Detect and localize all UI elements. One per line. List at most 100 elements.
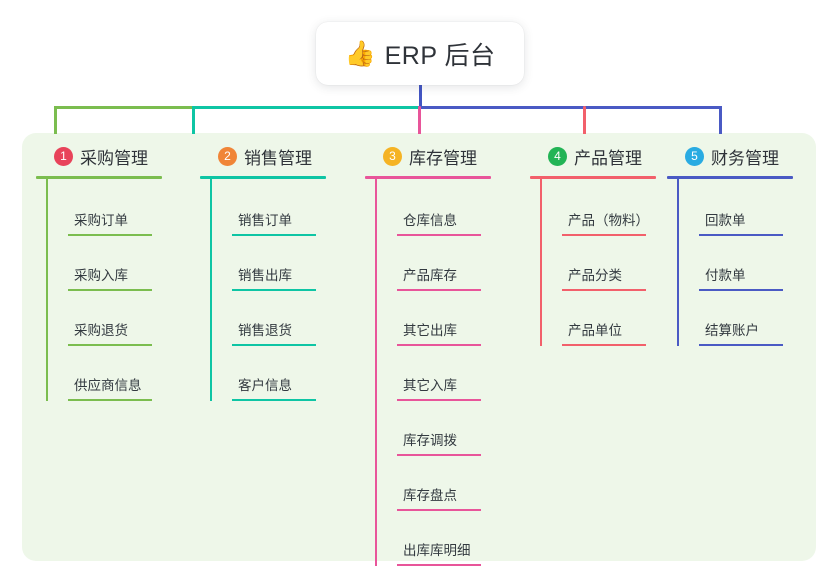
branch-badge-1: 1 [54,146,73,166]
branch-item-label: 客户信息 [238,378,292,393]
branch-item-label: 销售退货 [238,323,292,338]
branch-title-5: 财务管理 [711,148,779,168]
branch-items-2: 销售订单销售出库销售退货客户信息 [210,179,350,401]
branch-item-rule [232,234,316,236]
branch-item[interactable]: 付款单 [699,236,817,291]
branch-items-4: 产品（物料） 产品分类产品单位 [540,179,680,346]
branch-item-label: 销售出库 [238,268,292,283]
branch-item[interactable]: 结算账户 [699,291,817,346]
branch-item[interactable]: 采购退货 [68,291,186,346]
branch-badge-5: 5 [685,146,704,166]
branch-item-label: 其它入库 [403,378,457,393]
branch-item[interactable]: 采购订单 [68,181,186,236]
branch-spine-2 [210,179,212,401]
branch-item[interactable]: 其它出库 [397,291,515,346]
branch-item-label: 采购入库 [74,268,128,283]
branch-item-rule [562,289,646,291]
branch-header-rule-1 [36,176,162,179]
branch-item[interactable]: 销售出库 [232,236,350,291]
branch-item[interactable]: 其它入库 [397,346,515,401]
branch-item-rule [68,399,152,401]
branch-column-4: 4 产品管理产品（物料） 产品分类产品单位 [530,141,680,346]
branch-connector-2 [192,106,195,134]
root-stem-connector [419,85,422,108]
branch-column-1: 1 采购管理采购订单采购入库采购退货供应商信息 [36,141,186,401]
branch-title-4: 产品管理 [574,148,642,168]
branch-spine-1 [46,179,48,401]
branch-item-rule [397,289,481,291]
branch-item-label: 库存盘点 [403,488,457,503]
branch-item-rule [397,344,481,346]
branch-item-rule [397,234,481,236]
branch-title-2: 销售管理 [244,148,312,168]
branch-item-rule [562,234,646,236]
branch-item-label: 库存调拨 [403,433,457,448]
bus-connector-green [54,106,194,109]
branch-item[interactable]: 产品分类 [562,236,680,291]
branch-header-rule-5 [667,176,793,179]
branch-items-3: 仓库信息产品库存其它出库其它入库库存调拨库存盘点出库库明细 [375,179,515,566]
branch-item[interactable]: 出库库明细 [397,511,515,566]
branch-item-label: 产品单位 [568,323,622,338]
branch-item-label: 采购退货 [74,323,128,338]
branch-items-1: 采购订单采购入库采购退货供应商信息 [46,179,186,401]
branch-item-rule [699,344,783,346]
branch-connector-4 [583,106,586,134]
branch-item[interactable]: 采购入库 [68,236,186,291]
branch-item-label: 仓库信息 [403,213,457,228]
branch-item-rule [397,454,481,456]
thumbs-up-icon: 👍 [344,40,376,68]
branch-item-label: 其它出库 [403,323,457,338]
branch-item[interactable]: 产品库存 [397,236,515,291]
branch-item-rule [68,289,152,291]
branch-item-label: 结算账户 [705,323,759,338]
branch-header-rule-4 [530,176,656,179]
branch-item[interactable]: 供应商信息 [68,346,186,401]
branch-item-label: 产品分类 [568,268,622,283]
branch-item-rule [232,399,316,401]
branch-header-rule-2 [200,176,326,179]
branch-item-rule [699,234,783,236]
branch-item[interactable]: 客户信息 [232,346,350,401]
branch-header-2[interactable]: 2 销售管理 [200,141,350,171]
branch-connector-1 [54,106,57,134]
branch-badge-4: 4 [548,146,567,166]
branch-item[interactable]: 仓库信息 [397,181,515,236]
branch-header-rule-3 [365,176,491,179]
branch-item-label: 产品（物料） [568,213,649,228]
branch-item-label: 回款单 [705,213,746,228]
branch-item-label: 销售订单 [238,213,292,228]
branch-item[interactable]: 销售退货 [232,291,350,346]
bus-connector-blue [418,106,722,109]
root-node-title: ERP 后台 [384,41,496,70]
branch-item[interactable]: 销售订单 [232,181,350,236]
branch-item[interactable]: 库存调拨 [397,401,515,456]
branch-header-5[interactable]: 5 财务管理 [667,141,817,171]
branch-item-label: 采购订单 [74,213,128,228]
branch-items-5: 回款单付款单结算账户 [677,179,817,346]
branch-badge-2: 2 [218,146,237,166]
branch-header-1[interactable]: 1 采购管理 [36,141,186,171]
branch-connector-3 [418,106,421,134]
branch-item-rule [397,509,481,511]
branch-item-rule [397,399,481,401]
branch-item[interactable]: 库存盘点 [397,456,515,511]
branch-spine-5 [677,179,679,346]
branch-item[interactable]: 产品（物料） [562,181,680,236]
branches-panel [22,133,816,561]
branch-item-rule [562,344,646,346]
branch-column-2: 2 销售管理销售订单销售出库销售退货客户信息 [200,141,350,401]
branch-item-label: 出库库明细 [403,543,471,558]
branch-column-5: 5 财务管理回款单付款单结算账户 [667,141,817,346]
root-node[interactable]: 👍 ERP 后台 [316,22,524,85]
branch-header-4[interactable]: 4 产品管理 [530,141,680,171]
branch-item[interactable]: 回款单 [699,181,817,236]
branch-item-rule [68,344,152,346]
branch-item-label: 供应商信息 [74,378,142,393]
branch-item-rule [232,289,316,291]
branch-item-rule [68,234,152,236]
branch-item[interactable]: 产品单位 [562,291,680,346]
branch-title-1: 采购管理 [80,148,148,168]
